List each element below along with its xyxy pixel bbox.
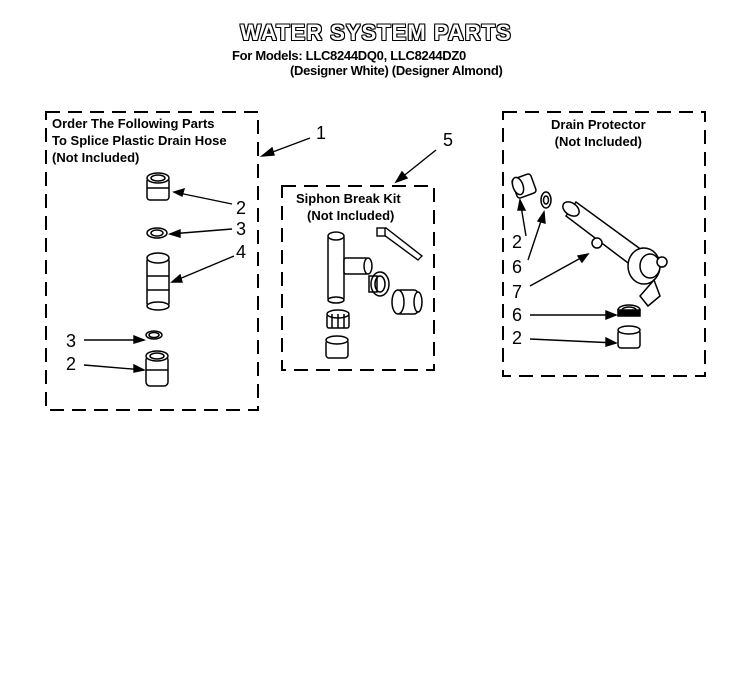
variants-line: (Designer White) (Designer Almond): [290, 63, 503, 78]
siphon-cable-tie: [376, 227, 424, 261]
callout-splice-bottom-end: 2: [66, 354, 77, 374]
models-line: For Models: LLC8244DQ0, LLC8244DZ0: [232, 48, 466, 63]
callout-splice-connector: 4: [236, 242, 247, 262]
callout-drain-body: 7: [512, 282, 523, 302]
siphon-end-cap: [325, 335, 349, 359]
drain-protector-body: [562, 200, 668, 308]
drain-top-clamp: [540, 191, 552, 209]
splice-label-line3: (Not Included): [52, 150, 140, 165]
page-title: WATER SYSTEM PARTS: [240, 20, 512, 45]
siphon-label-line2: (Not Included): [307, 208, 395, 223]
splice-label-line1: Order The Following Parts: [52, 116, 215, 131]
siphon-box-label: Siphon Break Kit (Not Included): [296, 190, 401, 224]
siphon-box-frame: [281, 185, 435, 371]
siphon-leader: [394, 149, 437, 184]
splice-box-frame: [45, 111, 259, 411]
siphon-label-line1: Siphon Break Kit: [296, 191, 401, 206]
drain-bottom-clamp: [617, 304, 641, 317]
drain-box-label: Drain Protector (Not Included): [551, 116, 646, 150]
siphon-ring: [326, 309, 350, 329]
drain-end-fitting: [511, 173, 537, 199]
siphon-tee: [327, 231, 373, 304]
splice-top-end-fitting: [146, 172, 170, 201]
callout-drain-top-clamp: 6: [512, 257, 523, 277]
splice-leaders: [83, 137, 311, 373]
splice-connector: [146, 252, 170, 311]
drain-leaders: [517, 197, 618, 347]
drain-label-line2: (Not Included): [554, 134, 643, 149]
splice-box-label: Order The Following Parts To Splice Plas…: [52, 115, 227, 166]
splice-bottom-clamp: [145, 330, 163, 340]
callout-siphon-group: 5: [443, 130, 454, 150]
siphon-clamp: [368, 271, 390, 297]
callout-drain-top-end: 2: [512, 232, 523, 252]
splice-bottom-end-fitting: [145, 350, 169, 387]
callout-drain-bottom-clamp: 6: [512, 305, 523, 325]
callout-drain-bottom-end: 2: [512, 328, 523, 348]
splice-label-line2: To Splice Plastic Drain Hose: [52, 133, 227, 148]
drain-bottom-end: [617, 325, 641, 349]
splice-top-clamp: [146, 227, 168, 239]
callout-splice-bottom-clamp: 3: [66, 331, 77, 351]
callout-splice-group: 1: [316, 123, 327, 143]
drain-label-line1: Drain Protector: [551, 117, 646, 132]
callout-splice-top-end: 2: [236, 198, 247, 218]
callout-splice-top-clamp: 3: [236, 219, 247, 239]
drain-box-frame: [502, 111, 706, 377]
siphon-adapter: [391, 289, 423, 315]
